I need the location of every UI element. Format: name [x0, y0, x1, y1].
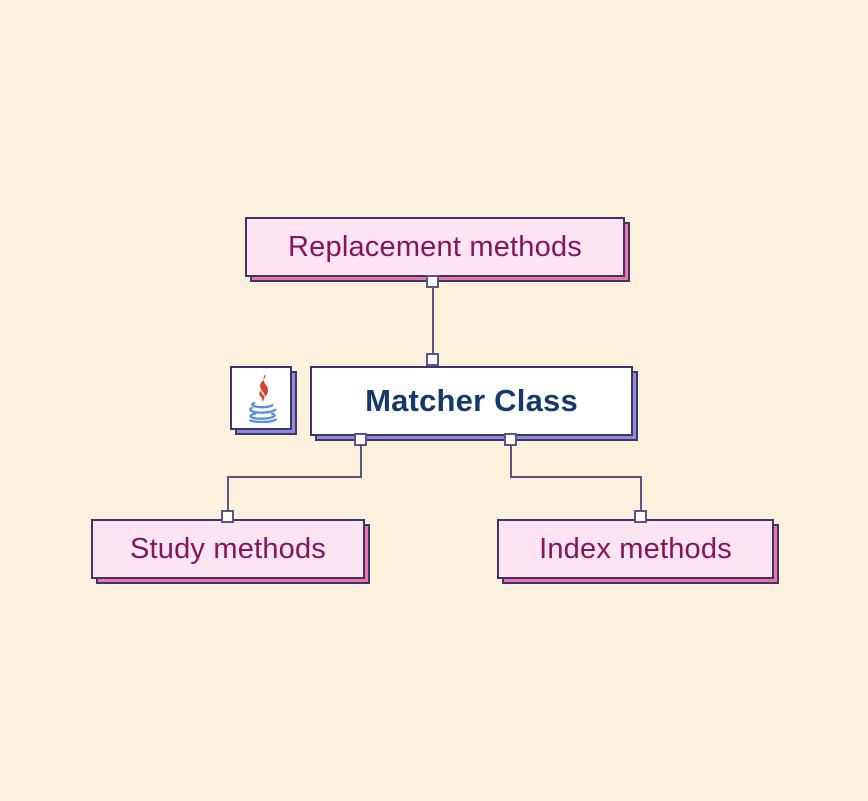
connector-port-index-top	[634, 510, 647, 523]
connector-line-replacement-matcher	[432, 288, 434, 353]
node-study-methods-label: Study methods	[129, 532, 327, 565]
connector-port-matcher-top	[426, 353, 439, 366]
node-matcher-class-label: Matcher Class	[365, 383, 578, 418]
java-flame	[259, 374, 269, 402]
connector-line-matcher-study-down	[227, 476, 229, 510]
connector-port-matcher-bottom-right	[504, 433, 517, 446]
connector-line-matcher-index-down	[640, 476, 642, 510]
connector-line-matcher-study-across	[227, 476, 362, 478]
java-badge	[230, 366, 297, 435]
node-index-methods: Index methods	[497, 519, 779, 584]
node-replacement-methods-label: Replacement methods	[288, 230, 582, 263]
java-cup	[248, 401, 277, 424]
node-index-methods-label: Index methods	[539, 532, 732, 565]
node-study-methods: Study methods	[91, 519, 370, 584]
connector-line-matcher-index-across	[511, 476, 642, 478]
node-matcher-class: Matcher Class	[310, 366, 638, 441]
connector-port-study-top	[221, 510, 234, 523]
node-replacement-methods: Replacement methods	[245, 217, 630, 282]
connector-line-matcher-index-drop	[510, 446, 512, 478]
connector-port-replacement-bottom	[426, 275, 439, 288]
connector-line-matcher-study-drop	[360, 446, 362, 478]
java-logo-icon	[248, 374, 277, 424]
connector-port-matcher-bottom-left	[354, 433, 367, 446]
